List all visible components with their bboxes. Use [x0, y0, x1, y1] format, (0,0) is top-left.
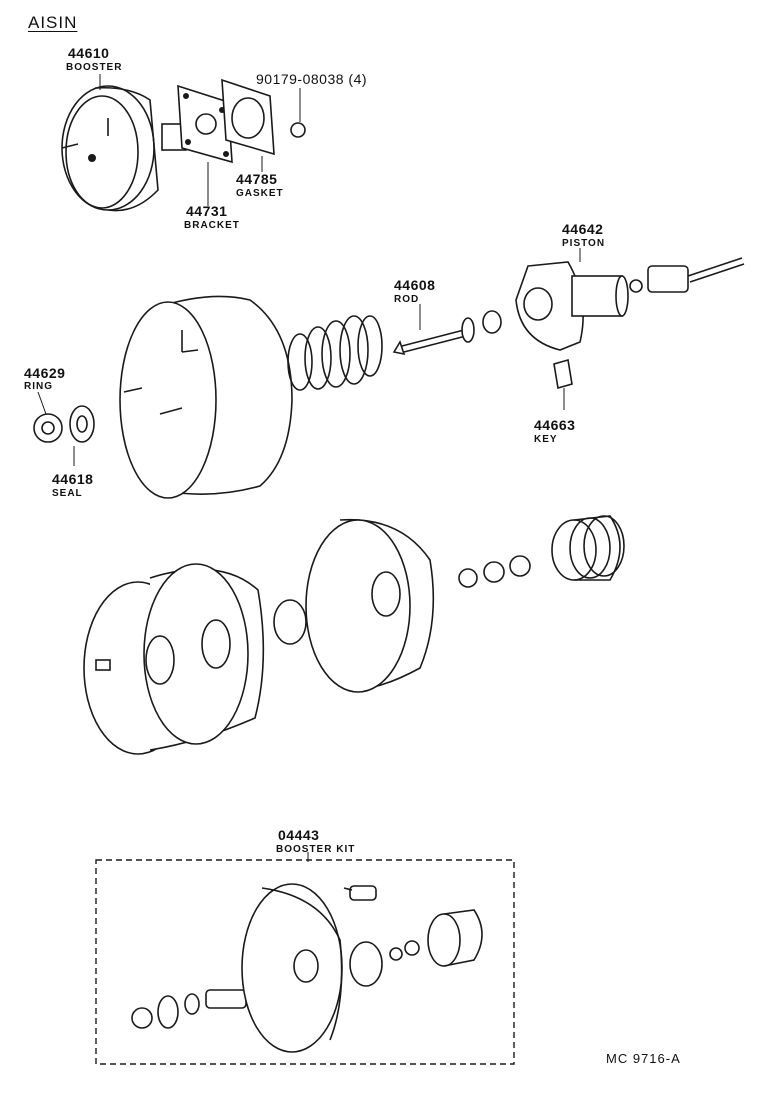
gasket-plate — [221, 78, 275, 156]
part-number-90179-08038: 90179-08038 (4) — [256, 71, 368, 87]
part-name-gasket: GASKET — [236, 188, 284, 199]
part-name-booster-kit: BOOSTER KIT — [276, 844, 356, 855]
washers-and-diaphragm — [458, 515, 625, 588]
part-name-booster: BOOSTER — [66, 62, 123, 73]
booster-shell-front — [119, 295, 293, 499]
ring-and-seal — [33, 405, 95, 443]
nut — [290, 122, 306, 138]
booster-kit-parts — [131, 883, 483, 1053]
bracket-plate — [177, 84, 233, 164]
part-name-piston: PISTON — [562, 238, 606, 249]
part-number-44610: 44610 — [68, 45, 110, 61]
part-name-key: KEY — [534, 434, 558, 445]
part-name-rod: ROD — [394, 294, 420, 305]
push-rod — [392, 310, 502, 356]
return-spring — [287, 315, 383, 391]
booster-assembly-small — [61, 85, 205, 212]
booster-kit-box — [95, 859, 515, 1065]
part-name-ring: RING — [24, 381, 53, 392]
part-number-44731: 44731 — [186, 203, 228, 219]
maker-label: AISIN — [28, 13, 78, 32]
front-housing — [273, 518, 435, 693]
rear-housing — [83, 563, 265, 755]
part-number-44785: 44785 — [236, 171, 278, 187]
part-number-44663: 44663 — [534, 417, 576, 433]
piston-body — [515, 257, 745, 390]
part-number-44618: 44618 — [52, 471, 94, 487]
part-number-04443: 04443 — [278, 827, 320, 843]
diagram-code: MC 9716-A — [606, 1051, 681, 1066]
part-number-44642: 44642 — [562, 221, 604, 237]
part-number-44608: 44608 — [394, 277, 436, 293]
part-name-bracket: BRACKET — [184, 220, 240, 231]
part-name-seal: SEAL — [52, 488, 83, 499]
part-number-44629: 44629 — [24, 365, 66, 381]
